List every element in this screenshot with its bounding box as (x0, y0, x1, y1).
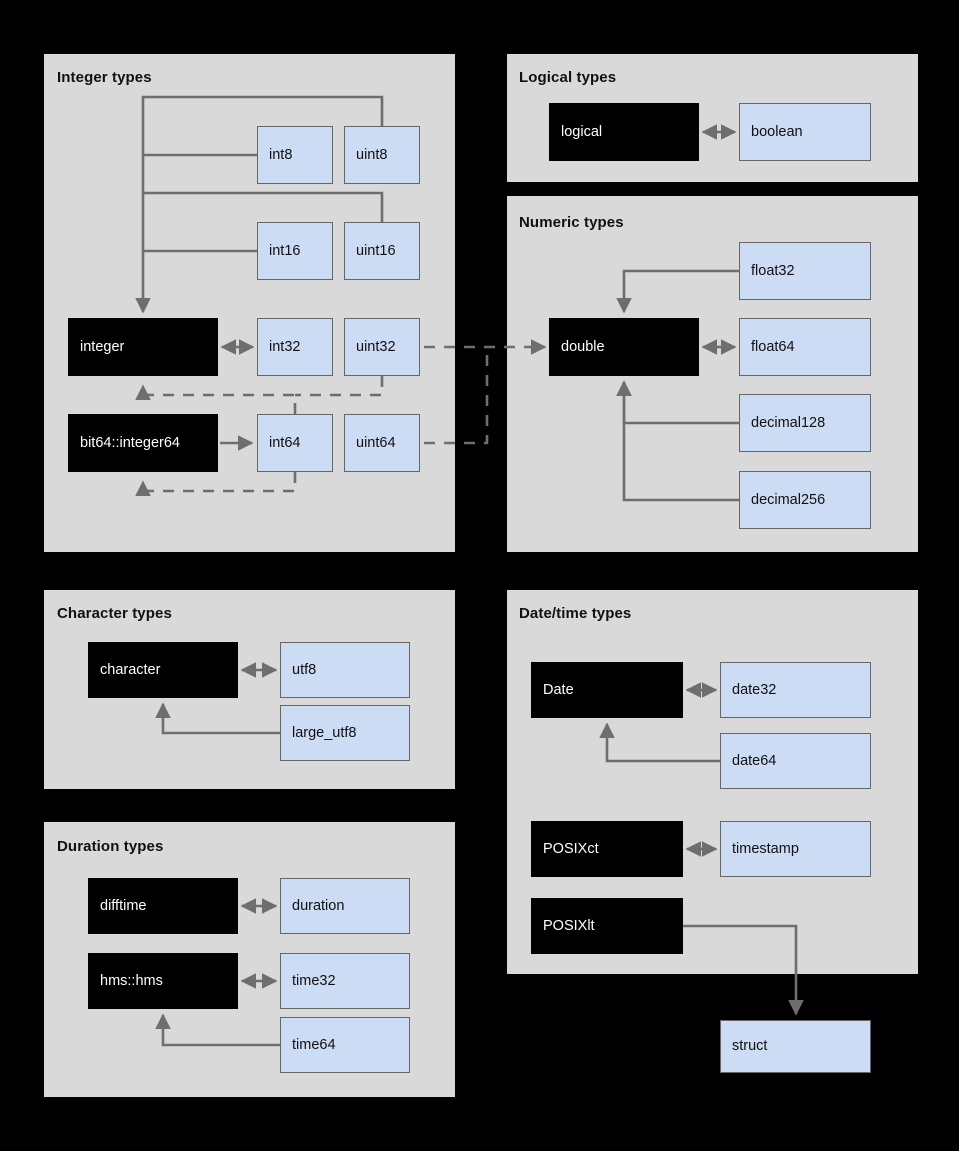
node-duration[interactable]: duration (280, 878, 410, 934)
node-label: time64 (292, 1036, 336, 1053)
node-label: character (100, 661, 161, 678)
node-uint32[interactable]: uint32 (344, 318, 420, 376)
node-integer[interactable]: integer (68, 318, 218, 376)
node-date64[interactable]: date64 (720, 733, 871, 789)
panel-title-numeric-types: Numeric types (519, 214, 624, 231)
node-uint64[interactable]: uint64 (344, 414, 420, 472)
node-struct[interactable]: struct (720, 1020, 871, 1073)
node-POSIXlt[interactable]: POSIXlt (531, 898, 683, 954)
node-label: hms::hms (100, 972, 163, 989)
node-decimal256[interactable]: decimal256 (739, 471, 871, 529)
node-label: int8 (269, 146, 293, 163)
node-label: int16 (269, 242, 301, 259)
node-label: int64 (269, 434, 301, 451)
node-bit64-integer64[interactable]: bit64::integer64 (68, 414, 218, 472)
node-character[interactable]: character (88, 642, 238, 698)
node-hms-hms[interactable]: hms::hms (88, 953, 238, 1009)
node-boolean[interactable]: boolean (739, 103, 871, 161)
node-label: timestamp (732, 840, 799, 857)
node-uint8[interactable]: uint8 (344, 126, 420, 184)
node-label: POSIXct (543, 840, 599, 857)
node-label: integer (80, 338, 125, 355)
node-label: POSIXlt (543, 917, 595, 934)
node-label: decimal256 (751, 491, 826, 508)
node-time64[interactable]: time64 (280, 1017, 410, 1073)
node-label: time32 (292, 972, 336, 989)
node-timestamp[interactable]: timestamp (720, 821, 871, 877)
node-float32[interactable]: float32 (739, 242, 871, 300)
panel-title-integer-types: Integer types (57, 69, 152, 86)
node-label: logical (561, 123, 603, 140)
node-large-utf8[interactable]: large_utf8 (280, 705, 410, 761)
node-utf8[interactable]: utf8 (280, 642, 410, 698)
node-label: uint8 (356, 146, 388, 163)
node-label: float64 (751, 338, 795, 355)
node-decimal128[interactable]: decimal128 (739, 394, 871, 452)
node-int64[interactable]: int64 (257, 414, 333, 472)
node-time32[interactable]: time32 (280, 953, 410, 1009)
node-label: double (561, 338, 605, 355)
node-label: float32 (751, 262, 795, 279)
node-label: large_utf8 (292, 724, 357, 741)
node-label: uint64 (356, 434, 396, 451)
node-label: duration (292, 897, 345, 914)
node-date32[interactable]: date32 (720, 662, 871, 718)
node-label: uint16 (356, 242, 396, 259)
node-label: uint32 (356, 338, 396, 355)
node-label: Date (543, 681, 574, 698)
node-label: date64 (732, 752, 777, 769)
node-uint16[interactable]: uint16 (344, 222, 420, 280)
node-label: difftime (100, 897, 147, 914)
panel-title-logical-types: Logical types (519, 69, 617, 86)
node-POSIXct[interactable]: POSIXct (531, 821, 683, 877)
panel-title-datetime-types: Date/time types (519, 605, 632, 622)
node-label: utf8 (292, 661, 317, 678)
node-label: struct (732, 1038, 768, 1055)
node-Date[interactable]: Date (531, 662, 683, 718)
node-int8[interactable]: int8 (257, 126, 333, 184)
node-int16[interactable]: int16 (257, 222, 333, 280)
node-label: decimal128 (751, 414, 826, 431)
node-label: bit64::integer64 (80, 434, 180, 451)
node-label: boolean (751, 123, 803, 140)
panel-title-character-types: Character types (57, 605, 172, 622)
node-double[interactable]: double (549, 318, 699, 376)
node-int32[interactable]: int32 (257, 318, 333, 376)
node-logical[interactable]: logical (549, 103, 699, 161)
node-float64[interactable]: float64 (739, 318, 871, 376)
node-difftime[interactable]: difftime (88, 878, 238, 934)
panel-title-duration-types: Duration types (57, 838, 164, 855)
node-label: int32 (269, 338, 301, 355)
node-label: date32 (732, 681, 777, 698)
